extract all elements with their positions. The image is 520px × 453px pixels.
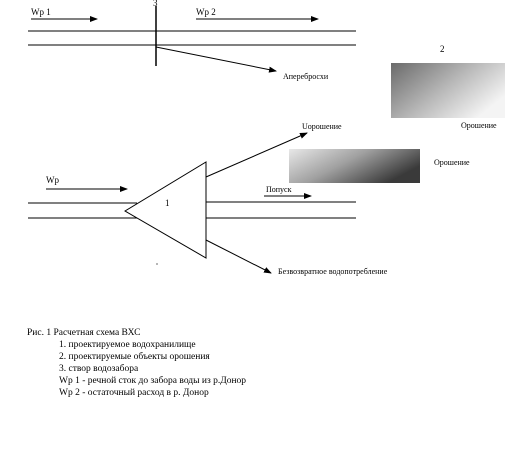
caption-item: Wp 1 - речной сток до забора воды из р.Д… — [59, 376, 247, 386]
irrigation-area-2 — [391, 63, 505, 118]
lower-river: Wp 1 Uорошение Попуск Безвозвратное водо… — [28, 122, 388, 276]
transfer-arrow — [155, 46, 277, 73]
stray-dot — [156, 263, 158, 265]
caption-title: Рис. 1 Расчетная схема ВХС — [27, 328, 141, 338]
caption-item: 1. проектируемое водохранилище — [59, 340, 196, 350]
irrigation-1-label: Орошение — [434, 158, 470, 167]
node-2-number: 2 — [440, 44, 445, 54]
caption-list: 1. проектируемое водохранилище 2. проект… — [27, 339, 507, 399]
transfer-label: Аперебросхи — [283, 72, 329, 81]
irrigation-area-1 — [289, 149, 420, 183]
wp1-label: Wp 1 — [31, 7, 51, 17]
reservoir-1 — [124, 161, 207, 259]
caption-item: Wp 2 - остаточный расход в р. Донор — [59, 388, 209, 398]
consumption-arrow — [205, 239, 272, 274]
caption-item: 3. створ водозабора — [59, 364, 139, 374]
u-irrigation-arrow — [205, 132, 308, 178]
consumption-label: Безвозвратное водопотребление — [278, 267, 388, 276]
wp2-label: Wp 2 — [196, 7, 216, 17]
irrigation-2-label: Орошение — [461, 121, 497, 130]
caption-item: 2. проектируемые объекты орошения — [59, 352, 210, 362]
figure-caption: Рис. 1 Расчетная схема ВХС 1. проектируе… — [27, 327, 507, 399]
wp-label: Wp — [46, 175, 59, 185]
node-3-label: 3 — [153, 0, 158, 8]
release-label: Попуск — [266, 185, 292, 194]
upper-river: 3 Wp 1 Wp 2 Аперебросхи — [28, 0, 356, 81]
irrigation-object-2: 2 Орошение — [391, 44, 505, 130]
irrigation-object-1: Орошение — [289, 149, 470, 183]
node-1-label: 1 — [165, 198, 170, 208]
u-irrigation-label: Uорошение — [302, 122, 342, 131]
